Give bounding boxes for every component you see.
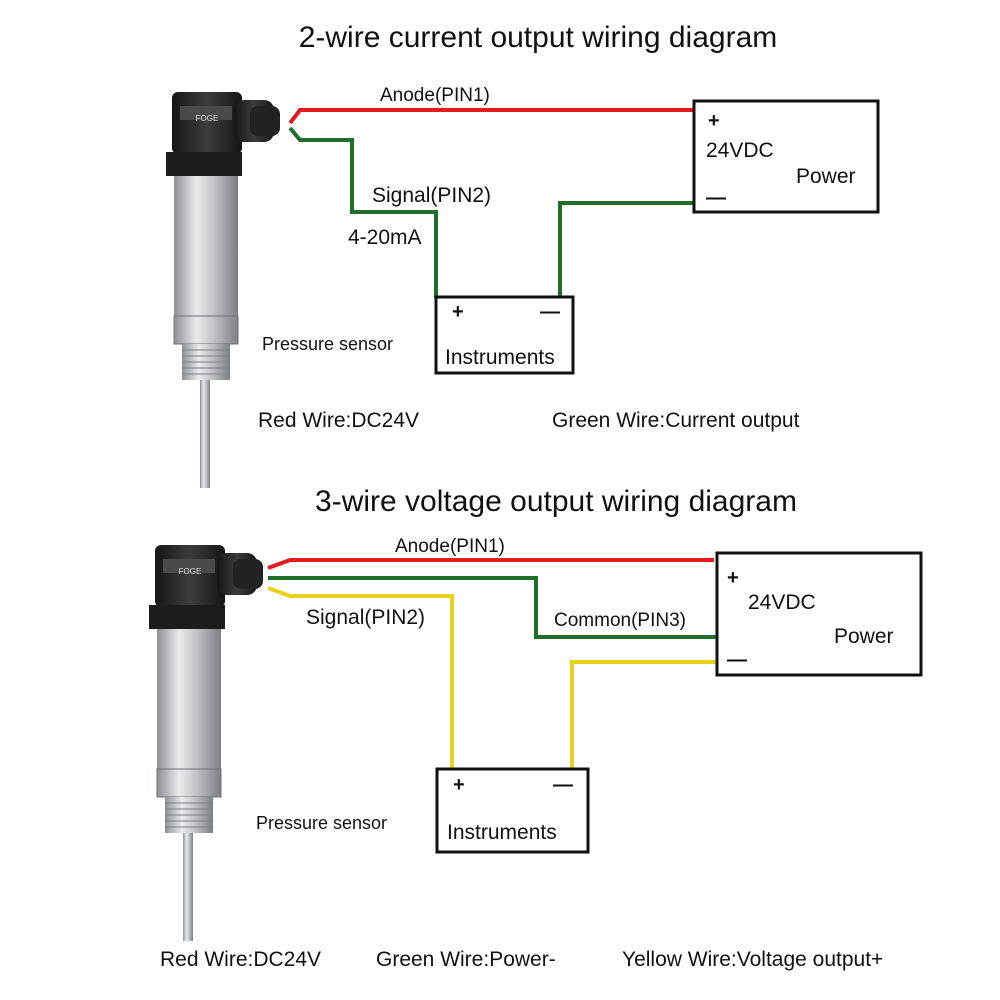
power-box-1	[692, 99, 880, 214]
power-minus-1: —	[706, 187, 726, 209]
green-wire-signal-1	[288, 126, 438, 298]
power-plus-2: +	[727, 567, 739, 589]
sensor-brand-1: FOGE	[196, 114, 219, 123]
pressure-sensor-2: FOGE	[148, 544, 264, 942]
instruments-box-1	[434, 295, 575, 375]
sensor-label-2: Pressure sensor	[256, 813, 387, 833]
instr-label-1: Instruments	[445, 346, 555, 369]
signal-label-2: Signal(PIN2)	[306, 606, 425, 629]
common-label-2: Common(PIN3)	[554, 610, 686, 631]
anode-label-2: Anode(PIN1)	[395, 536, 505, 557]
current-label-1: 4-20mA	[348, 226, 422, 249]
diagram2-title: 3-wire voltage output wiring diagram	[315, 485, 797, 518]
green-wire-return-1	[558, 201, 695, 298]
caption-green-1: Green Wire:Current output	[552, 409, 800, 432]
instr-minus-1: —	[540, 301, 560, 323]
instr-plus-2: +	[453, 774, 465, 796]
power-voltage-1: 24VDC	[706, 139, 774, 162]
instr-minus-2: —	[553, 774, 573, 796]
power-plus-1: +	[708, 110, 720, 132]
instr-plus-1: +	[452, 301, 464, 323]
yellow-wire-return-2	[570, 660, 718, 770]
caption-red-2: Red Wire:DC24V	[160, 948, 321, 971]
signal-label-1: Signal(PIN2)	[372, 184, 491, 207]
power-box-2	[715, 551, 923, 677]
anode-label-1: Anode(PIN1)	[380, 85, 490, 106]
power-label-2: Power	[834, 625, 894, 648]
pressure-sensor-1: FOGE	[165, 91, 281, 489]
power-minus-2: —	[727, 649, 747, 671]
caption-green-2: Green Wire:Power-	[376, 948, 556, 971]
instruments-box-2	[435, 767, 590, 854]
power-voltage-2: 24VDC	[748, 591, 816, 614]
red-wire-2	[267, 558, 714, 570]
sensor-label-1: Pressure sensor	[262, 334, 393, 354]
caption-red-1: Red Wire:DC24V	[258, 409, 419, 432]
power-label-1: Power	[796, 165, 856, 188]
green-wire-2	[268, 576, 718, 639]
instr-label-2: Instruments	[447, 821, 557, 844]
red-wire-1	[288, 108, 695, 125]
sensor-brand-2: FOGE	[179, 567, 202, 576]
caption-yellow-2: Yellow Wire:Voltage output+	[622, 948, 883, 971]
yellow-wire-signal-2	[267, 586, 454, 770]
diagram1-title: 2-wire current output wiring diagram	[299, 21, 778, 54]
